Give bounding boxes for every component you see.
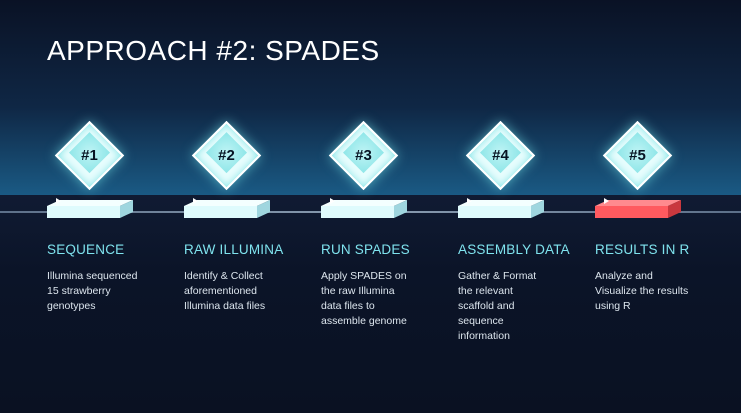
description-line: sequence — [458, 315, 504, 327]
step-description: Apply SPADES on the raw Illumina data file… — [321, 269, 456, 329]
description-line: genotypes — [47, 300, 96, 312]
step-label: ASSEMBLY DATA — [458, 242, 570, 257]
step-slab — [458, 198, 544, 218]
play-icon — [193, 198, 198, 204]
step-number: #2 — [218, 147, 235, 164]
step-label: SEQUENCE — [47, 242, 125, 257]
description-line: scaffold and — [458, 300, 515, 312]
background-bottom — [0, 195, 741, 413]
description-line: Illumina sequenced — [47, 270, 138, 282]
step-number: #4 — [492, 147, 509, 164]
play-icon — [330, 198, 335, 204]
description-line: information — [458, 330, 510, 342]
description-line: the raw Illumina — [321, 285, 395, 297]
description-line: Gather & Format — [458, 270, 537, 282]
step-4: #4 ASSEMBLY DATA Gather & Format the rele… — [458, 0, 598, 413]
step-2: #2 RAW ILLUMINA Identify & Collect aforem… — [184, 0, 324, 413]
description-line: Apply SPADES on — [321, 270, 407, 282]
step-description: Illumina sequenced 15 strawberry genotypes — [47, 269, 182, 314]
play-icon — [467, 198, 472, 204]
description-line: Identify & Collect — [184, 270, 263, 282]
step-number: #3 — [355, 147, 372, 164]
description-line: Analyze and — [595, 270, 653, 282]
step-description: Gather & Format the relevant scaffold and s… — [458, 269, 593, 344]
step-slab — [595, 198, 681, 218]
step-1: #1 SEQUENCE Illumina sequenced 15 strawbe… — [47, 0, 187, 413]
description-line: data files to — [321, 300, 375, 312]
step-number: #5 — [629, 147, 646, 164]
play-icon — [56, 198, 61, 204]
step-label: RUN SPADES — [321, 242, 410, 257]
play-icon — [604, 198, 609, 204]
description-line: Illumina data files — [184, 300, 266, 312]
description-line: the relevant — [458, 285, 513, 297]
description-line: 15 strawberry — [47, 285, 111, 297]
description-line: Visualize the results — [595, 285, 689, 297]
step-label: RESULTS IN R — [595, 242, 690, 257]
step-label: RAW ILLUMINA — [184, 242, 284, 257]
step-3: #3 RUN SPADES Apply SPADES on the raw Ill… — [321, 0, 461, 413]
step-slab — [321, 198, 407, 218]
step-slab — [184, 198, 270, 218]
slide-title: APPROACH #2: SPADES — [47, 35, 380, 66]
step-slab — [47, 198, 133, 218]
description-line: assemble genome — [321, 315, 407, 327]
step-number: #1 — [81, 147, 98, 164]
description-line: aforementioned — [184, 285, 257, 297]
description-line: using R — [595, 300, 631, 312]
